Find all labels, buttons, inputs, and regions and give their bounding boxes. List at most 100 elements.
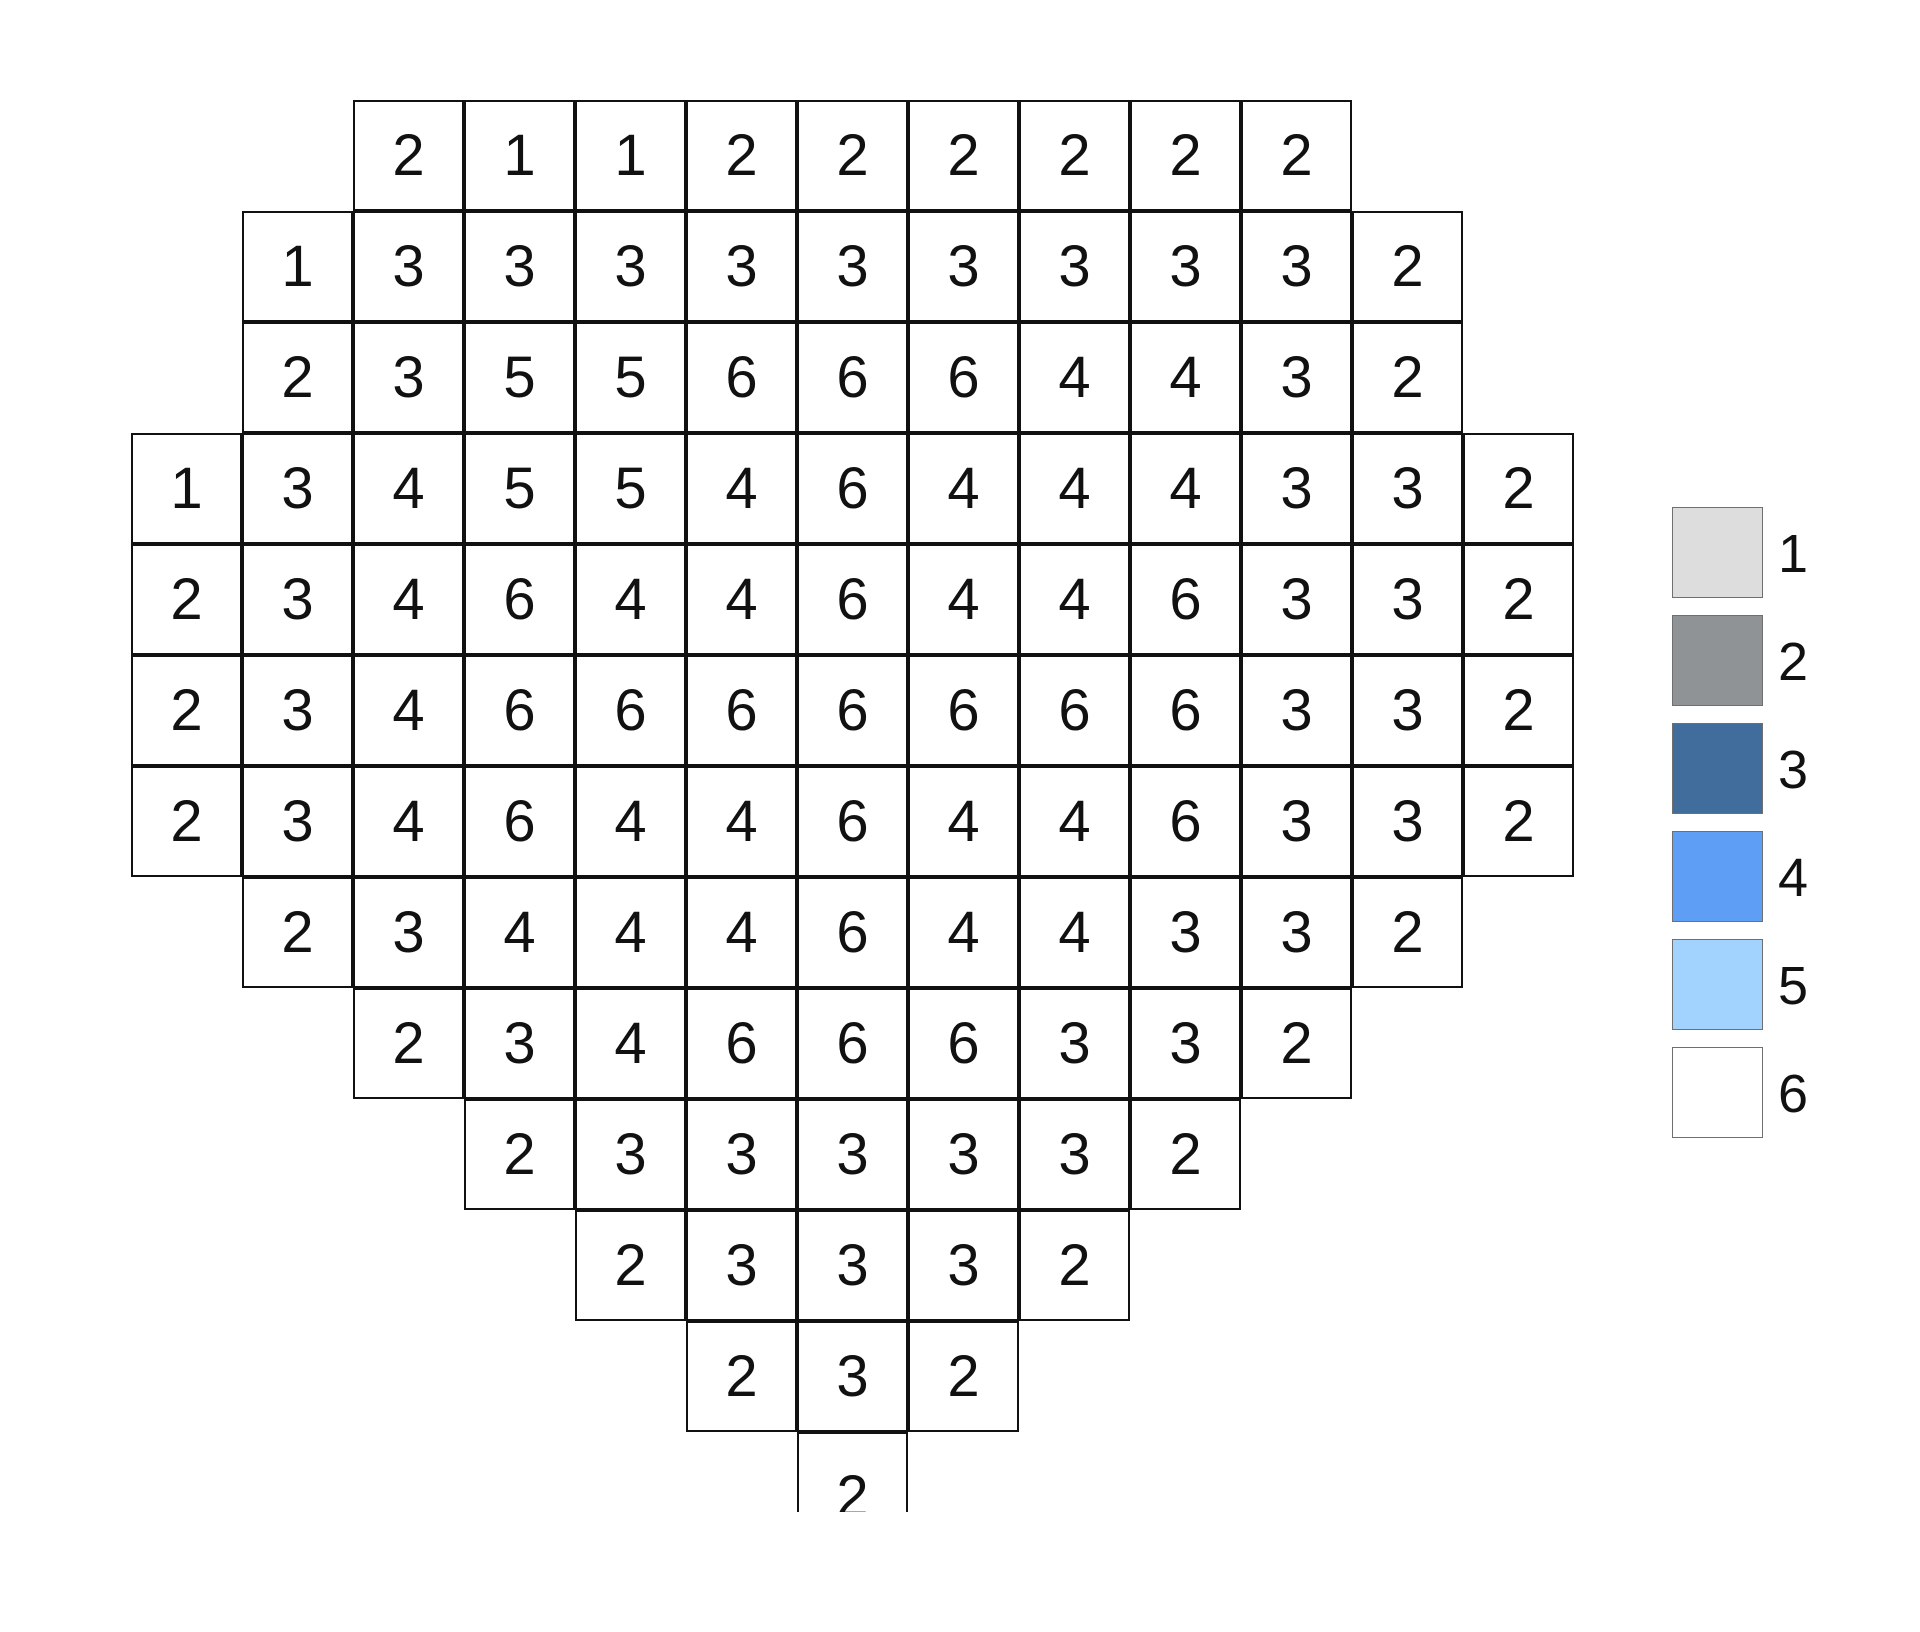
grid-cell[interactable]: 4 (353, 766, 464, 877)
grid-cell[interactable]: 2 (131, 655, 242, 766)
grid-cell[interactable]: 4 (353, 433, 464, 544)
grid-cell[interactable]: 3 (1130, 877, 1241, 988)
grid-cell[interactable]: 6 (908, 655, 1019, 766)
grid-cell[interactable]: 2 (575, 1210, 686, 1321)
grid-cell[interactable]: 3 (1130, 988, 1241, 1099)
grid-cell[interactable]: 5 (464, 322, 575, 433)
grid-cell[interactable]: 3 (353, 877, 464, 988)
grid-cell[interactable]: 4 (908, 544, 1019, 655)
grid-cell[interactable]: 2 (353, 988, 464, 1099)
grid-cell[interactable]: 6 (797, 766, 908, 877)
legend-swatch[interactable] (1672, 615, 1763, 706)
grid-cell[interactable]: 3 (686, 1099, 797, 1210)
grid-cell[interactable]: 4 (686, 433, 797, 544)
grid-cell[interactable]: 3 (686, 211, 797, 322)
legend-swatch[interactable] (1672, 939, 1763, 1030)
grid-cell[interactable]: 3 (1241, 655, 1352, 766)
grid-cell[interactable]: 2 (242, 877, 353, 988)
grid-cell[interactable]: 4 (1130, 433, 1241, 544)
grid-cell[interactable]: 6 (575, 655, 686, 766)
grid-cell[interactable]: 3 (686, 1210, 797, 1321)
grid-cell[interactable]: 3 (464, 988, 575, 1099)
grid-cell[interactable]: 3 (908, 211, 1019, 322)
grid-cell[interactable]: 4 (1019, 544, 1130, 655)
grid-cell[interactable]: 6 (464, 544, 575, 655)
grid-cell[interactable]: 6 (797, 877, 908, 988)
grid-cell[interactable]: 3 (575, 1099, 686, 1210)
grid-cell[interactable]: 1 (242, 211, 353, 322)
grid-cell[interactable]: 6 (908, 322, 1019, 433)
grid-cell[interactable]: 3 (1019, 211, 1130, 322)
grid-cell[interactable]: 4 (353, 544, 464, 655)
grid-cell[interactable]: 4 (575, 988, 686, 1099)
grid-cell[interactable]: 4 (575, 877, 686, 988)
grid-cell[interactable]: 3 (797, 1321, 908, 1432)
grid-cell[interactable]: 2 (242, 322, 353, 433)
grid-cell[interactable]: 2 (686, 1321, 797, 1432)
grid-cell[interactable]: 2 (464, 1099, 575, 1210)
grid-cell[interactable]: 4 (908, 877, 1019, 988)
grid-cell[interactable]: 6 (797, 322, 908, 433)
grid-cell[interactable]: 6 (686, 988, 797, 1099)
grid-cell[interactable]: 2 (131, 544, 242, 655)
grid-cell[interactable]: 1 (575, 100, 686, 211)
grid-cell[interactable]: 3 (1241, 766, 1352, 877)
grid-cell[interactable]: 6 (1130, 544, 1241, 655)
grid-cell[interactable]: 2 (908, 100, 1019, 211)
grid-cell[interactable]: 2 (797, 100, 908, 211)
grid-cell[interactable]: 3 (797, 211, 908, 322)
grid-cell[interactable]: 3 (1019, 988, 1130, 1099)
grid-cell[interactable]: 2 (1463, 655, 1574, 766)
grid-cell[interactable]: 2 (686, 100, 797, 211)
grid-cell[interactable]: 2 (1130, 100, 1241, 211)
grid-cell[interactable]: 2 (1241, 100, 1352, 211)
grid-cell[interactable]: 4 (1019, 433, 1130, 544)
grid-cell[interactable]: 4 (686, 877, 797, 988)
grid-cell[interactable]: 6 (1130, 655, 1241, 766)
grid-cell[interactable]: 3 (242, 655, 353, 766)
grid-cell[interactable]: 3 (242, 433, 353, 544)
grid-cell[interactable]: 6 (797, 988, 908, 1099)
grid-cell[interactable]: 4 (464, 877, 575, 988)
grid-cell[interactable]: 1 (464, 100, 575, 211)
grid-cell[interactable]: 3 (353, 322, 464, 433)
grid-cell[interactable]: 2 (1019, 100, 1130, 211)
grid-cell[interactable]: 2 (1130, 1099, 1241, 1210)
grid-cell[interactable]: 3 (1241, 544, 1352, 655)
grid-cell[interactable]: 3 (1241, 877, 1352, 988)
grid-cell[interactable]: 3 (242, 544, 353, 655)
grid-cell[interactable]: 3 (1130, 211, 1241, 322)
grid-cell[interactable]: 3 (1352, 766, 1463, 877)
grid-cell[interactable]: 3 (1241, 322, 1352, 433)
grid-cell[interactable]: 3 (908, 1210, 1019, 1321)
grid-cell[interactable]: 2 (908, 1321, 1019, 1432)
grid-cell[interactable]: 6 (686, 655, 797, 766)
grid-cell[interactable]: 2 (131, 766, 242, 877)
grid-cell[interactable]: 2 (1463, 544, 1574, 655)
grid-cell[interactable]: 3 (353, 211, 464, 322)
grid-cell[interactable]: 4 (1019, 766, 1130, 877)
grid-cell[interactable]: 2 (1463, 433, 1574, 544)
grid-cell[interactable]: 3 (797, 1210, 908, 1321)
grid-cell[interactable]: 6 (908, 988, 1019, 1099)
grid-cell[interactable]: 4 (1019, 322, 1130, 433)
grid-cell[interactable]: 3 (1019, 1099, 1130, 1210)
grid-cell[interactable]: 6 (686, 322, 797, 433)
grid-cell[interactable]: 4 (686, 766, 797, 877)
grid-cell[interactable]: 2 (797, 1432, 908, 1512)
grid-cell[interactable]: 2 (1352, 322, 1463, 433)
grid-cell[interactable]: 3 (797, 1099, 908, 1210)
grid-cell[interactable]: 4 (575, 766, 686, 877)
grid-cell[interactable]: 4 (575, 544, 686, 655)
legend-swatch[interactable] (1672, 723, 1763, 814)
grid-cell[interactable]: 3 (1241, 211, 1352, 322)
grid-cell[interactable]: 3 (908, 1099, 1019, 1210)
grid-cell[interactable]: 6 (464, 655, 575, 766)
grid-cell[interactable]: 2 (1352, 877, 1463, 988)
grid-cell[interactable]: 3 (1352, 655, 1463, 766)
grid-cell[interactable]: 4 (908, 433, 1019, 544)
grid-cell[interactable]: 6 (1130, 766, 1241, 877)
grid-cell[interactable]: 4 (908, 766, 1019, 877)
grid-cell[interactable]: 6 (797, 655, 908, 766)
grid-cell[interactable]: 4 (1019, 877, 1130, 988)
